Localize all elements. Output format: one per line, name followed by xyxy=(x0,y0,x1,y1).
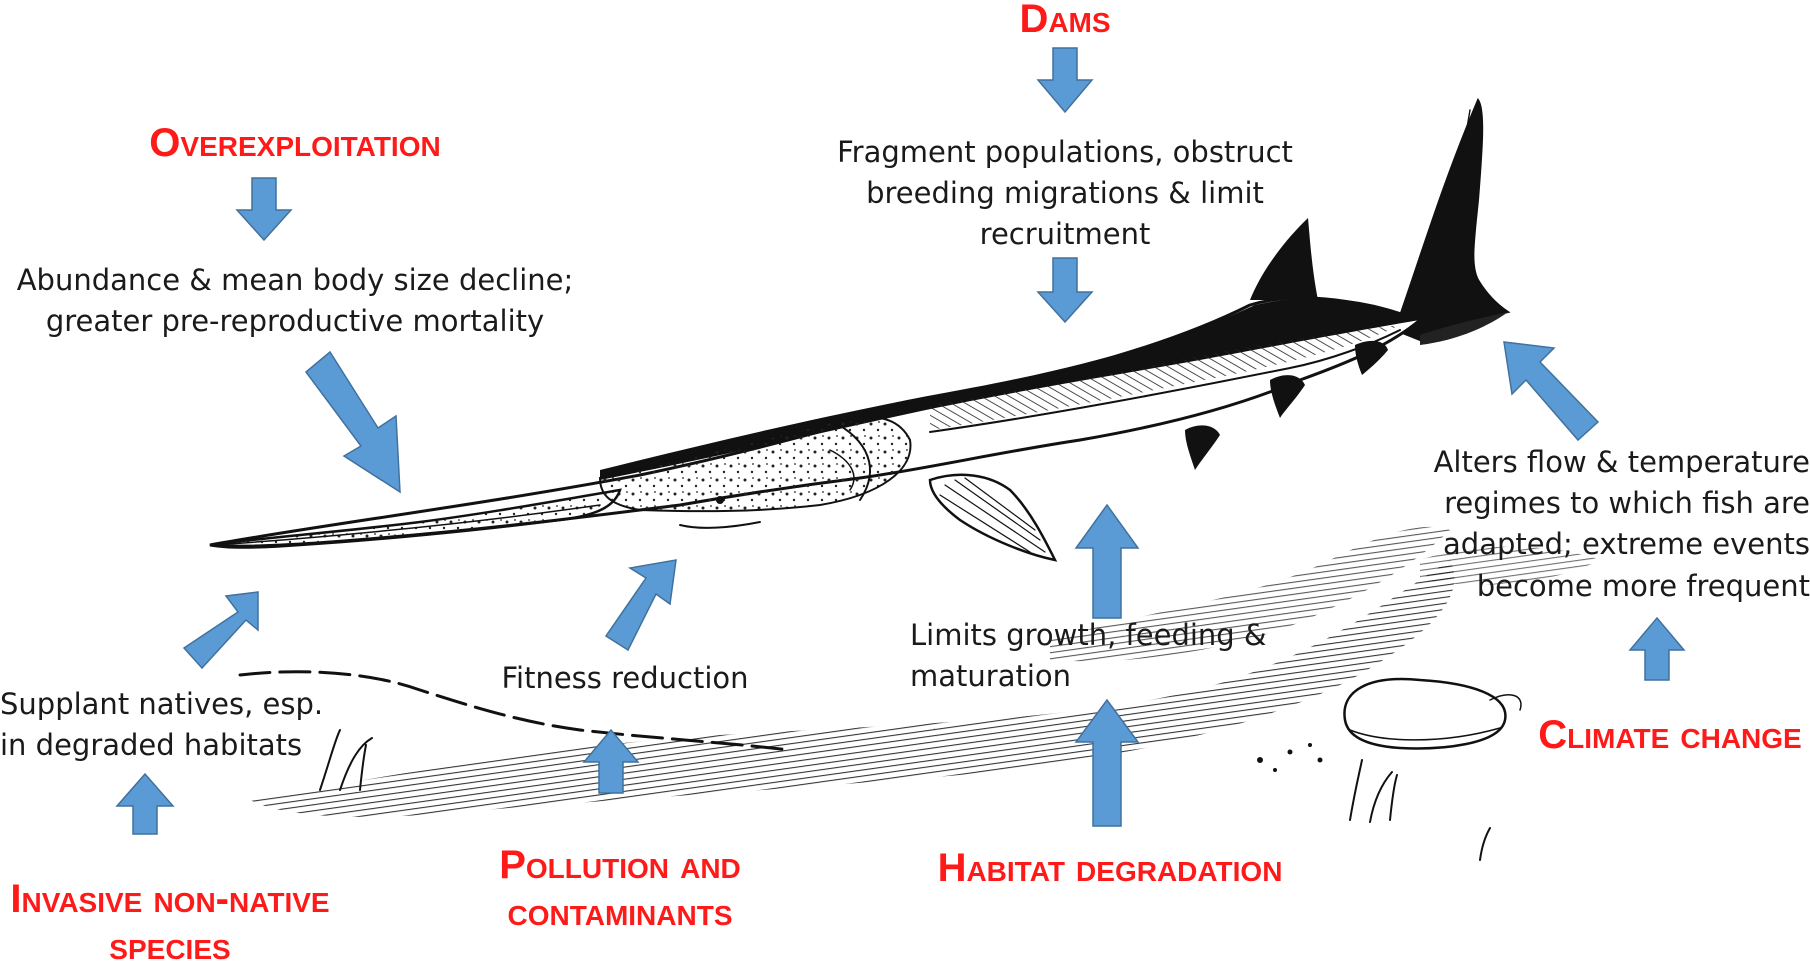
effect-invasive-line1: Supplant natives, esp. xyxy=(0,687,324,721)
invasive-arrow-up-icon xyxy=(115,772,175,835)
overexploitation-arrow-down-icon xyxy=(235,177,293,242)
effect-climate: Alters flow & temperature regimes to whi… xyxy=(1380,442,1810,607)
threat-invasive: Invasive non-native species xyxy=(0,876,340,970)
threat-habitat-degradation: Habitat degradation xyxy=(937,846,1283,890)
effect-climate-line4: become more frequent xyxy=(1476,568,1810,603)
effect-dams-line1: Fragment populations, obstruct xyxy=(837,135,1293,169)
effect-habitat-line2: maturation xyxy=(910,659,1072,694)
effect-overexploitation-line2: greater pre-reproductive mortality xyxy=(45,304,545,339)
threat-pollution: Pollution and contaminants xyxy=(470,842,770,936)
threat-invasive-line2: species xyxy=(109,924,231,969)
riverbed-scene xyxy=(238,526,1600,861)
pollution-arrow-up-icon xyxy=(582,728,640,794)
arrows xyxy=(115,47,1686,835)
paddlefish xyxy=(209,97,1511,562)
effect-habitat: Limits growth, feeding & maturation xyxy=(910,615,1290,697)
threat-climate-change: Climate change xyxy=(1538,713,1802,757)
dams-arrow-down-icon xyxy=(1036,47,1094,114)
effect-dams-line3: recruitment xyxy=(979,217,1151,252)
overexploitation-effect-arrow-icon xyxy=(304,350,401,494)
effect-overexploitation: Abundance & mean body size decline; grea… xyxy=(10,260,580,342)
habitat-effect-arrow-up-icon xyxy=(1074,503,1140,619)
effect-climate-line1: Alters flow & temperature xyxy=(1433,445,1810,479)
invasive-effect-arrow-icon xyxy=(182,591,259,670)
threat-pollution-line2: contaminants xyxy=(507,890,733,935)
effect-dams: Fragment populations, obstruct breeding … xyxy=(815,132,1315,256)
threat-dams: Dams xyxy=(1019,0,1111,41)
threat-overexploitation: Overexploitation xyxy=(149,121,441,165)
effect-invasive-line2: in degraded habitats xyxy=(0,728,303,763)
dams-effect-arrow-down-icon xyxy=(1036,257,1094,324)
threat-pollution-line1: Pollution and xyxy=(499,843,741,887)
effect-dams-line2: breeding migrations & limit xyxy=(866,176,1264,211)
climate-effect-arrow-icon xyxy=(1503,341,1600,442)
threat-invasive-line1: Invasive non-native xyxy=(10,877,330,921)
effect-habitat-line1: Limits growth, feeding & xyxy=(910,618,1267,652)
effect-overexploitation-line1: Abundance & mean body size decline; xyxy=(16,263,574,297)
effect-invasive: Supplant natives, esp. in degraded habit… xyxy=(0,684,330,766)
effect-climate-line3: adapted; extreme events xyxy=(1443,527,1810,562)
pollution-effect-arrow-icon xyxy=(604,559,677,652)
effect-pollution: Fitness reduction xyxy=(501,661,749,695)
habitat-arrow-up-icon xyxy=(1074,698,1140,827)
effect-climate-line2: regimes to which fish are xyxy=(1444,486,1810,521)
climate-arrow-up-icon xyxy=(1628,616,1686,681)
